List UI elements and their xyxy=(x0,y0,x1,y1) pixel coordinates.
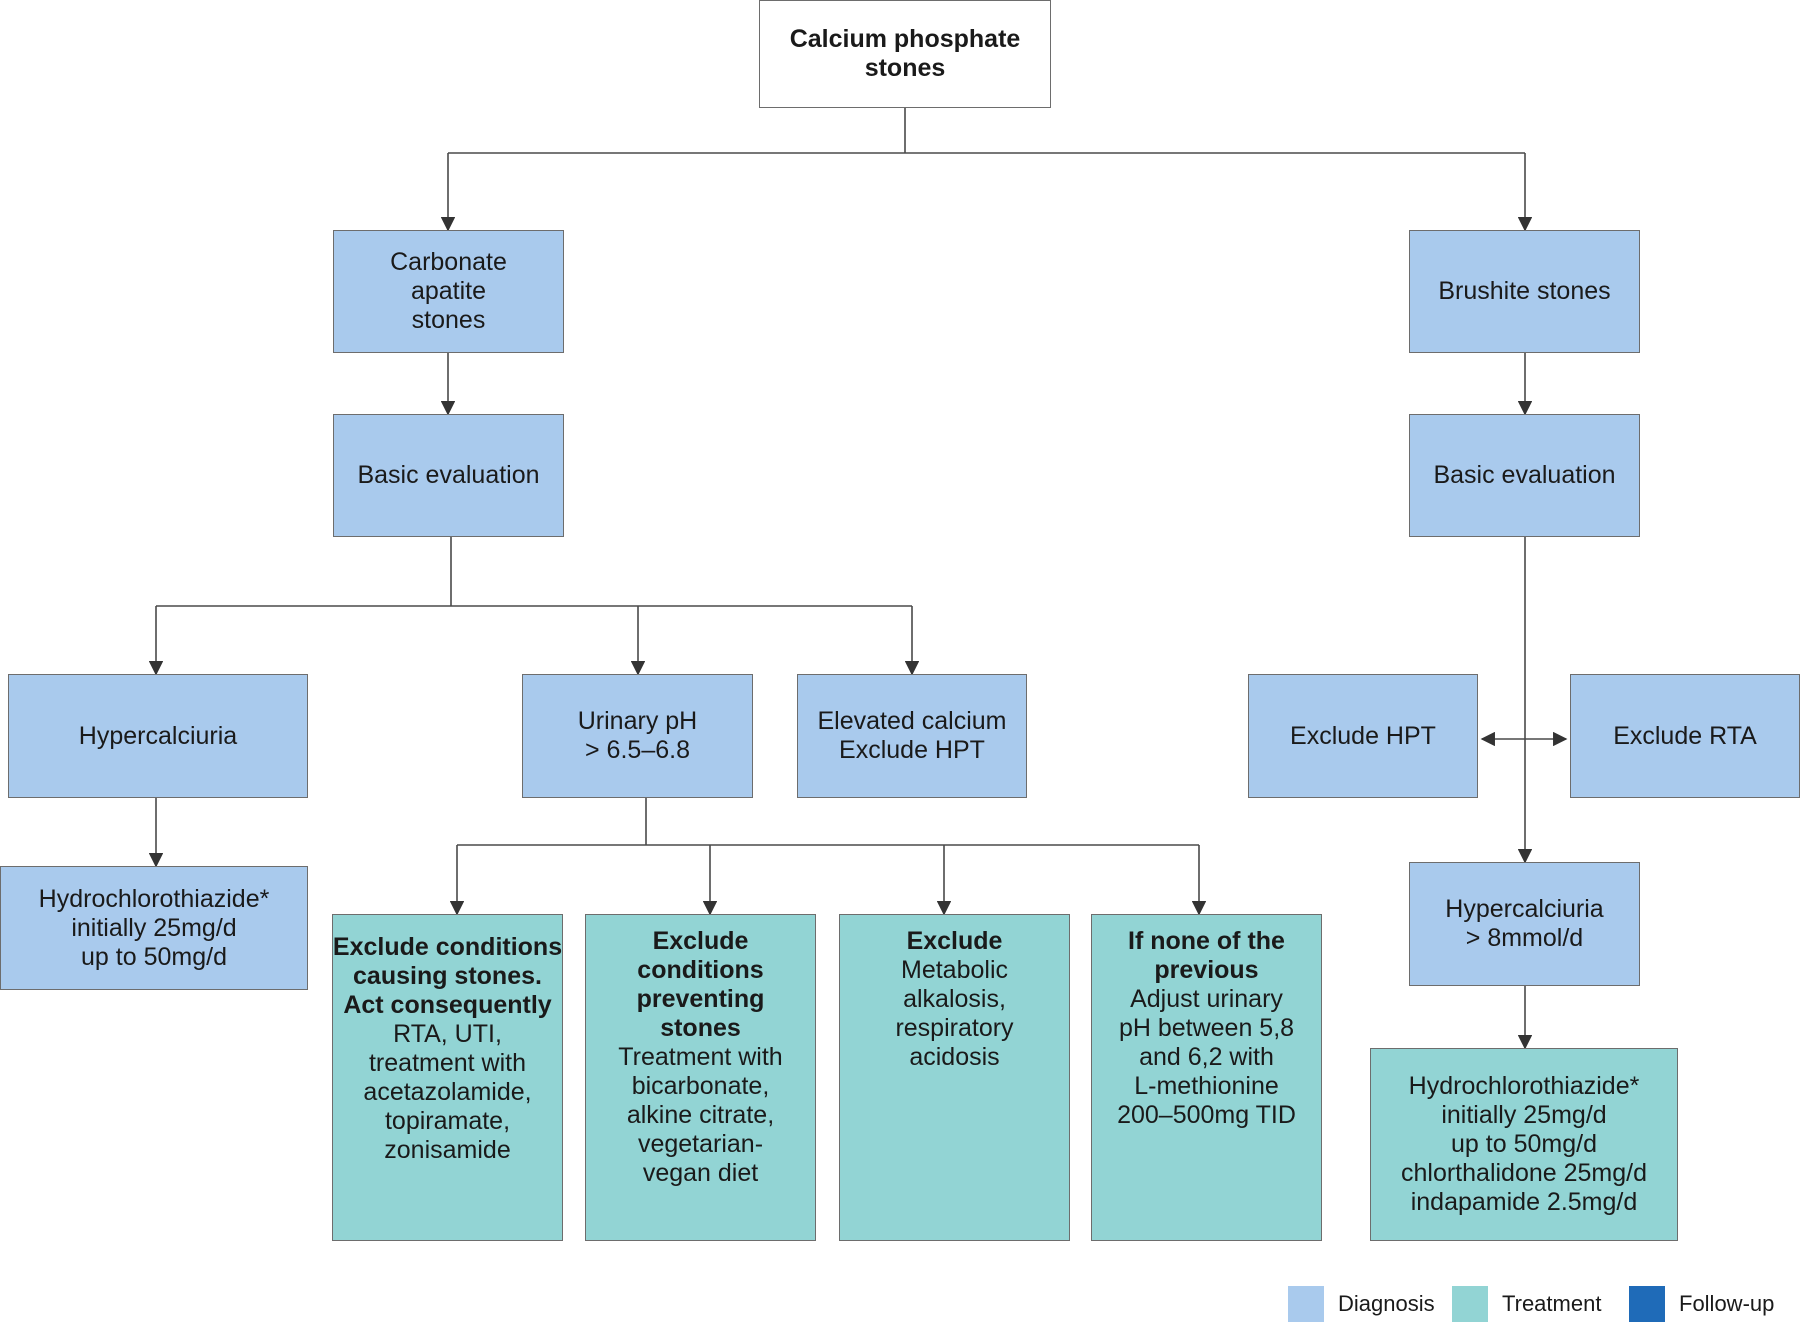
node-text-line: Exclude HPT xyxy=(839,736,985,764)
node-text-line: alkine citrate, xyxy=(626,1101,775,1129)
node-exclude-rta: Exclude RTA xyxy=(1570,674,1800,798)
node-text-line: 200–500mg TID xyxy=(1117,1101,1296,1129)
legend-swatch-follow-up xyxy=(1629,1286,1665,1322)
node-text-line: Basic evaluation xyxy=(1433,461,1616,489)
node-text-line: Hypercalciuria xyxy=(1445,895,1604,923)
node-text-line: Hydrochlorothiazide* xyxy=(1408,1072,1640,1100)
node-text-line: > 6.5–6.8 xyxy=(585,736,690,764)
node-text-line: alkalosis, xyxy=(903,985,1006,1013)
node-text-line: Hypercalciuria xyxy=(78,721,238,750)
node-text-line: Exclude HPT xyxy=(1290,721,1436,750)
node-text-line: Elevated calcium xyxy=(817,707,1007,735)
node-text-line: conditions xyxy=(637,956,764,984)
node-text-line: Calcium phosphate xyxy=(789,25,1021,53)
legend-follow-up: Follow-up xyxy=(1629,1286,1774,1322)
node-hypercalciuria-right: Hypercalciuria> 8mmol/d xyxy=(1409,862,1640,986)
node-text-line: chlorthalidone 25mg/d xyxy=(1401,1159,1647,1187)
legend-diagnosis: Diagnosis xyxy=(1288,1286,1435,1322)
node-text-line: Adjust urinary xyxy=(1130,985,1283,1013)
node-text-line: up to 50mg/d xyxy=(81,942,227,971)
node-text-line: respiratory xyxy=(895,1014,1014,1042)
legend-swatch-diagnosis xyxy=(1288,1286,1324,1322)
node-text-line: Exclude xyxy=(906,927,1003,955)
node-exclude-hpt: Exclude HPT xyxy=(1248,674,1478,798)
node-text-line: Urinary pH xyxy=(577,707,698,735)
node-urinary-ph: Urinary pH> 6.5–6.8 xyxy=(522,674,753,798)
legend-treatment: Treatment xyxy=(1452,1286,1601,1322)
node-text-line: up to 50mg/d xyxy=(1451,1130,1597,1158)
node-brushite: Brushite stones xyxy=(1409,230,1640,353)
node-text-line: causing stones. xyxy=(353,962,542,990)
node-text-line: initially 25mg/d xyxy=(1441,1101,1607,1129)
node-text-line: topiramate, xyxy=(384,1107,511,1135)
node-text-line: treatment with xyxy=(368,1049,526,1077)
node-text-line: and 6,2 with xyxy=(1139,1043,1274,1071)
node-text-line: apatite xyxy=(410,277,487,305)
node-text-line: previous xyxy=(1154,956,1259,984)
node-text-line: Hydrochlorothiazide* xyxy=(38,884,270,913)
node-text-line: indapamide 2.5mg/d xyxy=(1410,1188,1638,1216)
legend-label-diagnosis: Diagnosis xyxy=(1338,1291,1435,1316)
node-text-line: RTA, UTI, xyxy=(393,1020,502,1048)
node-text-line: Act consequently xyxy=(343,991,552,1019)
node-basic-evaluation-right: Basic evaluation xyxy=(1409,414,1640,537)
node-text-line: Treatment with xyxy=(618,1043,783,1071)
node-text-line: initially 25mg/d xyxy=(71,913,237,942)
node-text-line: Metabolic xyxy=(901,956,1008,984)
node-text-line: Exclude RTA xyxy=(1613,721,1757,750)
legend-label-follow-up: Follow-up xyxy=(1679,1291,1775,1316)
node-text-line: Carbonate xyxy=(390,248,507,276)
legend-swatch-treatment xyxy=(1452,1286,1488,1322)
node-text-line: stones xyxy=(660,1014,741,1042)
node-text-line: acetazolamide, xyxy=(363,1078,532,1106)
node-text-line: Basic evaluation xyxy=(357,461,540,489)
node-text-line: pH between 5,8 xyxy=(1118,1014,1295,1042)
node-text-line: bicarbonate, xyxy=(631,1072,770,1100)
node-hypercalciuria-left: Hypercalciuria xyxy=(8,674,308,798)
node-basic-evaluation-left: Basic evaluation xyxy=(333,414,564,537)
node-text-line: stones xyxy=(864,54,946,82)
node-text-line: Exclude conditions xyxy=(332,933,563,961)
node-text-line: L-methionine xyxy=(1134,1072,1279,1100)
node-text-line: vegetarian- xyxy=(637,1130,764,1158)
node-text-line: vegan diet xyxy=(642,1159,759,1187)
node-text-line: Exclude xyxy=(652,927,749,955)
node-text-line: If none of the xyxy=(1128,927,1285,955)
node-text-line: preventing xyxy=(636,985,765,1013)
node-text-line: Brushite stones xyxy=(1438,277,1611,305)
node-text-line: stones xyxy=(411,306,486,334)
legend-label-treatment: Treatment xyxy=(1502,1291,1602,1316)
node-text-line: acidosis xyxy=(909,1043,1000,1071)
node-text-line: > 8mmol/d xyxy=(1465,924,1584,952)
node-text-line: zonisamide xyxy=(384,1136,511,1164)
